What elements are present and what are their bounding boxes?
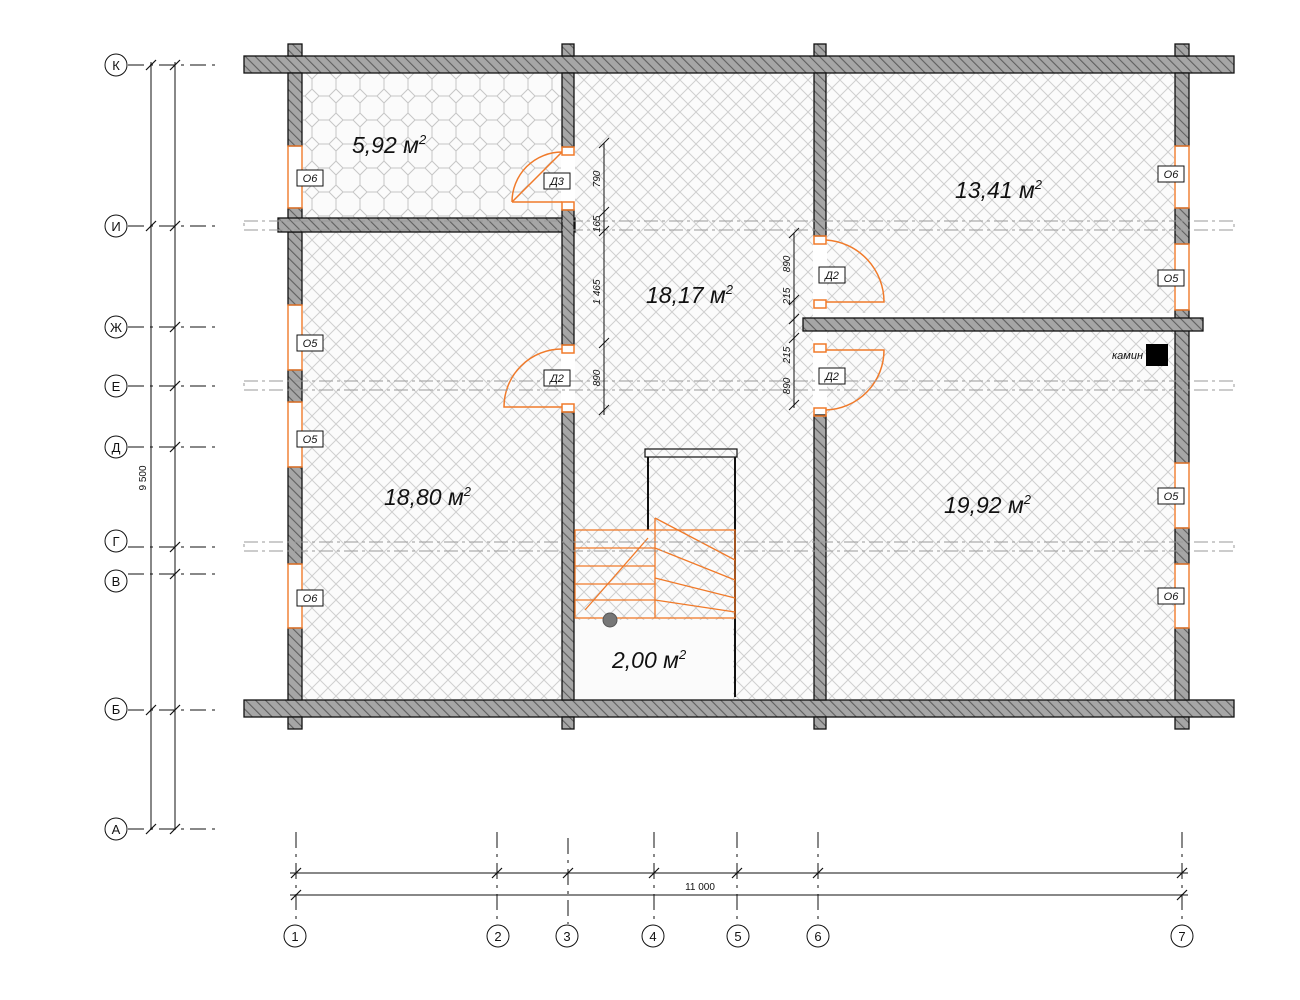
dimension-total-height: 9 500 — [138, 465, 149, 490]
dimension-label: 890 — [592, 369, 603, 386]
interior-dimensions — [598, 137, 800, 416]
interior-dimension-labels: 790 165 1 465 890 890 215 215 890 — [592, 170, 793, 394]
fireplace — [1146, 344, 1168, 366]
window-tag: О5 — [303, 338, 319, 350]
axis-label-row: И — [111, 219, 120, 234]
axis-label-row: Б — [112, 702, 121, 717]
floor-fills — [303, 73, 1174, 699]
axis-label-row: Г — [112, 534, 119, 549]
door-tag: Д2 — [823, 270, 839, 282]
room-area-label: 13,41 м2 — [955, 177, 1043, 203]
window-tag: О6 — [303, 593, 319, 605]
door-tag: Д3 — [548, 176, 565, 188]
room-area-label: 18,17 м2 — [646, 282, 734, 308]
axis-label-col: 3 — [563, 929, 570, 944]
room-area-label: 18,80 м2 — [384, 484, 472, 510]
room-area-label: 2,00 м2 — [611, 647, 687, 673]
dimension-total-width: 11 000 — [685, 882, 715, 893]
staircase — [574, 448, 738, 697]
doors — [503, 146, 885, 417]
door-tag: Д2 — [548, 373, 564, 385]
dimension-label: 165 — [592, 215, 603, 232]
dimension-label: 790 — [592, 170, 603, 187]
window-tag: О6 — [1164, 591, 1180, 603]
tag-boxes — [296, 165, 1185, 607]
dimension-label: 215 — [782, 346, 793, 364]
walls — [243, 43, 1235, 730]
room-areas: 5,92 м2 18,17 м2 13,41 м2 18,80 м2 19,92… — [352, 132, 1043, 673]
room-area-label: 5,92 м2 — [352, 132, 427, 158]
row-axis-labels: К И Ж Е Д Г В Б А 9 500 — [110, 58, 149, 837]
window-tag: О5 — [1164, 491, 1180, 503]
column-axes — [283, 832, 1194, 948]
axis-label-row: Е — [112, 379, 121, 394]
room-area-label: 19,92 м2 — [944, 492, 1032, 518]
axis-label-row: Ж — [110, 320, 122, 335]
dimension-label: 215 — [782, 287, 793, 305]
axis-lines — [243, 220, 1235, 552]
axis-label-col: 2 — [494, 929, 501, 944]
axis-label-row: Д — [112, 440, 121, 455]
window-tag: О5 — [303, 434, 319, 446]
axis-label-col: 4 — [649, 929, 656, 944]
tag-labels: О6 О5 О5 О6 О6 О5 О5 О6 Д3 Д2 Д2 Д2 ками… — [303, 169, 1180, 605]
axis-label-col: 1 — [291, 929, 298, 944]
axis-label-row: К — [112, 58, 120, 73]
dimension-label: 890 — [782, 255, 793, 272]
axis-label-row: В — [112, 574, 121, 589]
axis-label-col: 5 — [734, 929, 741, 944]
window-tag: О6 — [1164, 169, 1180, 181]
row-axes — [104, 53, 220, 841]
axis-label-col: 6 — [814, 929, 821, 944]
axis-label-row: А — [112, 822, 121, 837]
door-tag: Д2 — [823, 371, 839, 383]
window-tag: О5 — [1164, 273, 1180, 285]
column-axis-labels: 1 2 3 4 5 6 7 11 000 — [291, 882, 1185, 944]
axis-label-col: 7 — [1178, 929, 1185, 944]
fireplace-label: камин — [1112, 350, 1143, 362]
window-tag: О6 — [303, 173, 319, 185]
dimension-label: 1 465 — [592, 279, 603, 304]
dimension-label: 890 — [782, 377, 793, 394]
